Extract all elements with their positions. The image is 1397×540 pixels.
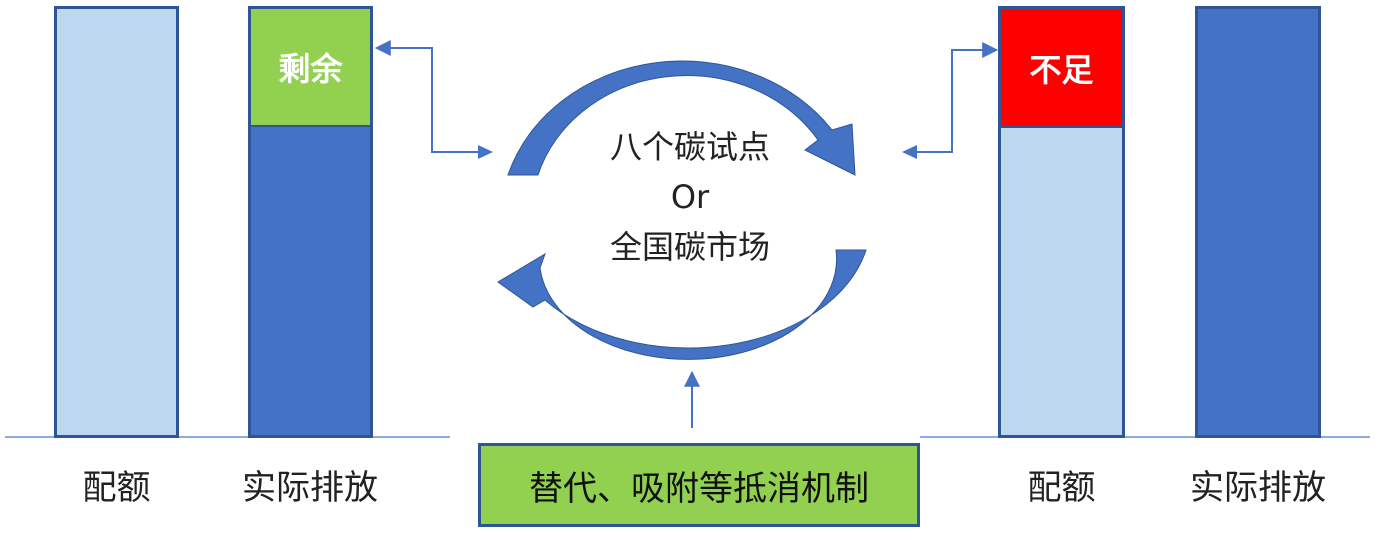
offset-mechanism-label: 替代、吸附等抵消机制 [529, 468, 869, 509]
right-quota-label: 配额 [1027, 468, 1096, 508]
cycle-arrow-top [507, 60, 856, 176]
right-actual-label: 实际排放 [1190, 468, 1326, 508]
cycle-arrow-bottom [497, 249, 867, 360]
market-line-3: 全国碳市场 [609, 228, 770, 266]
market-text: 八个碳试点 Or 全国碳市场 [560, 122, 820, 272]
offset-mechanism-box: 替代、吸附等抵消机制 [478, 443, 920, 527]
surplus-segment: 剩余 [251, 9, 370, 127]
market-line-1: 八个碳试点 [609, 128, 770, 166]
left-connector-arrow [374, 40, 488, 153]
left-quota-label: 配额 [82, 468, 151, 508]
left-actual-bar: 剩余 [248, 6, 373, 438]
left-connector-arrowhead [478, 145, 493, 159]
surplus-label: 剩余 [278, 50, 343, 88]
right-connector-arrow [908, 42, 999, 153]
left-actual-label: 实际排放 [242, 468, 378, 508]
market-line-2: Or [670, 178, 710, 216]
shortage-segment: 不足 [1001, 9, 1122, 128]
left-quota-bar [54, 6, 179, 438]
right-connector-arrowhead [902, 145, 917, 159]
right-actual-bar [1195, 6, 1321, 438]
right-quota-bar: 不足 [998, 6, 1125, 438]
shortage-label: 不足 [1029, 50, 1094, 89]
